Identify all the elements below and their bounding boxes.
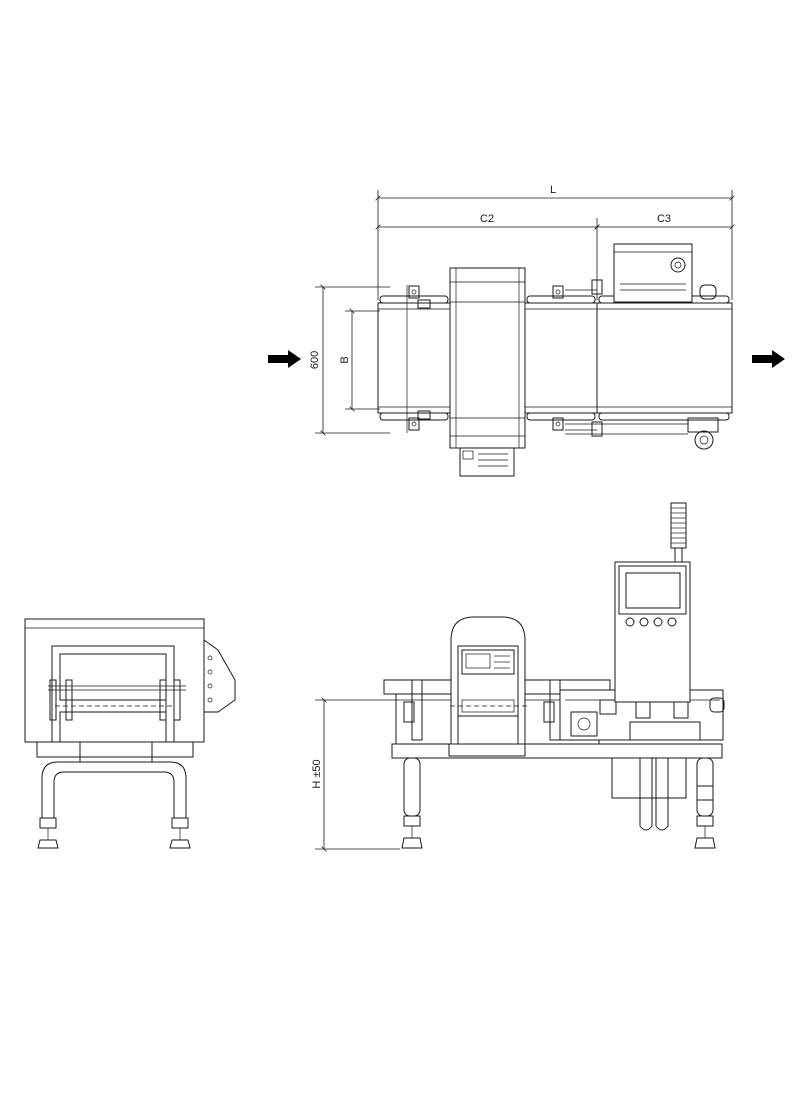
control-button-4 — [667, 617, 677, 627]
touch-screen-icon — [625, 572, 681, 609]
dim-label-h: H ±50 — [311, 759, 323, 788]
control-button-3 — [653, 617, 663, 627]
dim-label-600: 600 — [309, 351, 321, 369]
checkweigher-conveyor-top — [565, 243, 733, 450]
legs-side — [401, 757, 716, 849]
infeed-conveyor-top — [377, 285, 451, 433]
end-view — [24, 618, 236, 849]
dim-label-c2: C2 — [480, 213, 494, 225]
dim-label-l: L — [550, 184, 556, 196]
control-button-1 — [625, 617, 635, 627]
flow-arrow-out-icon — [752, 350, 785, 368]
dim-label-c3: C3 — [657, 213, 671, 225]
side-view: H ±50 — [311, 502, 725, 852]
metal-detector-head-side — [450, 616, 530, 745]
metal-detector-head-top — [449, 267, 526, 477]
flow-arrow-in-icon — [268, 350, 301, 368]
top-view: L C2 C3 600 B AW — [268, 184, 785, 477]
checkweigher-side — [559, 502, 725, 831]
signal-tower-icon — [670, 502, 687, 563]
middle-conveyor-top — [524, 285, 598, 431]
dim-label-b: B — [339, 356, 351, 363]
control-button-2 — [639, 617, 649, 627]
